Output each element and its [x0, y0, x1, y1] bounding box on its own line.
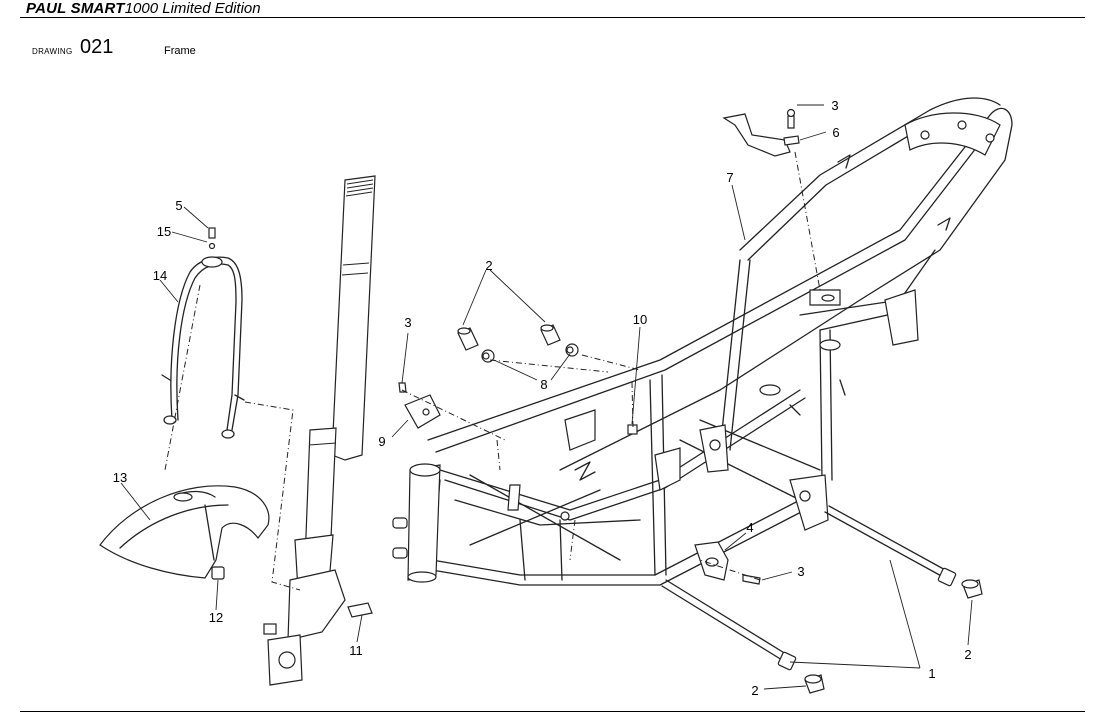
mount-bolts — [661, 505, 983, 694]
leader-lines — [120, 104, 973, 690]
callout-12: 12 — [209, 610, 223, 625]
front-fork — [263, 175, 376, 686]
rubber-bushes — [457, 324, 579, 363]
callout-3-top: 3 — [831, 98, 838, 113]
callout-5: 5 — [175, 198, 182, 213]
header-rule — [20, 17, 1085, 18]
alignment-lines — [164, 151, 821, 591]
callout-3-left: 3 — [404, 315, 411, 330]
callout-7: 7 — [726, 170, 733, 185]
drawing-label: DRAWING — [32, 47, 73, 56]
callout-11: 11 — [349, 643, 363, 658]
callout-8: 8 — [540, 377, 547, 392]
callout-2-right: 2 — [964, 647, 971, 662]
fender-brace — [161, 227, 245, 439]
brand-name: PAUL SMART — [26, 0, 125, 17]
callout-15: 15 — [157, 224, 171, 239]
callout-9: 9 — [378, 434, 385, 449]
drawing-title: Frame — [164, 45, 196, 57]
page-header: PAUL SMART1000 Limited Edition — [26, 0, 261, 17]
drawing-number: 021 — [80, 36, 114, 58]
top-bracket — [722, 108, 800, 157]
callout-13: 13 — [113, 470, 127, 485]
footer-rule — [20, 711, 1085, 712]
callout-14: 14 — [153, 268, 167, 283]
callout-4: 4 — [746, 520, 753, 535]
bracket-4 — [694, 541, 761, 585]
main-frame — [392, 97, 1013, 586]
callout-6: 6 — [832, 125, 839, 140]
callout-3-right: 3 — [797, 564, 804, 579]
plate-9 — [398, 382, 441, 429]
front-fender — [99, 485, 270, 580]
callout-2-bushes: 2 — [485, 258, 492, 273]
callout-10: 10 — [633, 312, 647, 327]
model-name: 1000 Limited Edition — [124, 0, 261, 17]
callout-2-bottom: 2 — [751, 683, 758, 698]
callout-1: 1 — [928, 666, 935, 681]
